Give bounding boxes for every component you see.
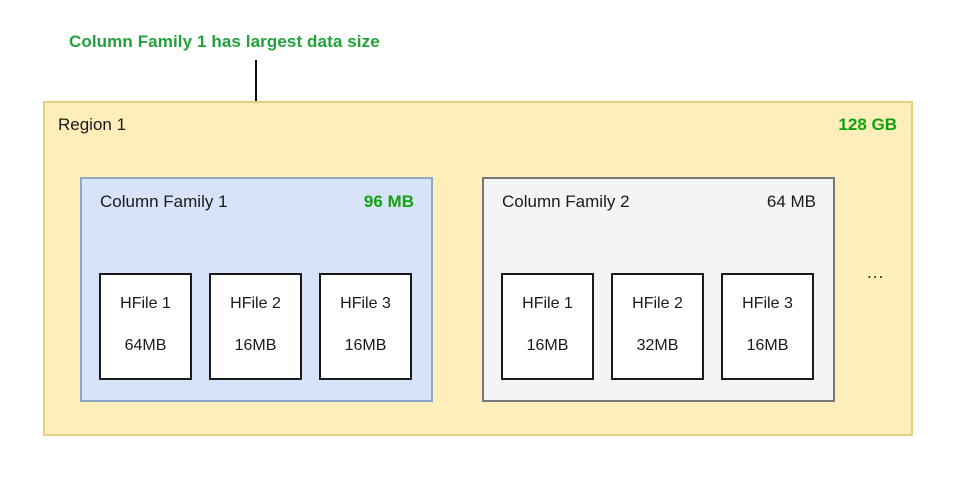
column-family-card[interactable]: Column Family 1 96 MB HFile 1 64MB HFile… [80, 177, 433, 402]
hfile-card[interactable]: HFile 1 64MB [99, 273, 192, 380]
column-family-card[interactable]: Column Family 2 64 MB HFile 1 16MB HFile… [482, 177, 835, 402]
more-ellipsis: ... [867, 263, 885, 282]
hfile-card[interactable]: HFile 1 16MB [501, 273, 594, 380]
hfile-name: HFile 1 [522, 295, 573, 312]
hfile-name: HFile 1 [120, 295, 171, 312]
hfile-size: 16MB [526, 337, 569, 354]
hfile-card[interactable]: HFile 3 16MB [319, 273, 412, 380]
column-family-title: Column Family 2 [502, 192, 630, 211]
hfile-row: HFile 1 16MB HFile 2 32MB HFile 3 16MB [501, 273, 814, 380]
region-title: Region 1 [58, 115, 127, 134]
hfile-card[interactable]: HFile 2 16MB [209, 273, 302, 380]
hfile-size: 64MB [124, 337, 167, 354]
hfile-size: 16MB [234, 337, 277, 354]
hfile-name: HFile 3 [742, 295, 793, 312]
hfile-name: HFile 3 [340, 295, 391, 312]
annotation-label: Column Family 1 has largest data size [69, 32, 380, 51]
hfile-card[interactable]: HFile 2 32MB [611, 273, 704, 380]
hfile-size: 16MB [746, 337, 789, 354]
hfile-name: HFile 2 [632, 295, 683, 312]
column-family-size-badge: 64 MB [766, 192, 816, 211]
hfile-name: HFile 2 [230, 295, 281, 312]
column-family-size-badge: 96 MB [363, 192, 414, 211]
region-container: Region 1 128 GB Column Family 1 96 MB HF… [43, 101, 913, 436]
hfile-size: 32MB [636, 337, 679, 354]
hfile-size: 16MB [344, 337, 387, 354]
region-size-badge: 128 GB [838, 115, 897, 134]
column-family-title: Column Family 1 [100, 192, 228, 211]
hfile-card[interactable]: HFile 3 16MB [721, 273, 814, 380]
hfile-row: HFile 1 64MB HFile 2 16MB HFile 3 16MB [99, 273, 412, 380]
